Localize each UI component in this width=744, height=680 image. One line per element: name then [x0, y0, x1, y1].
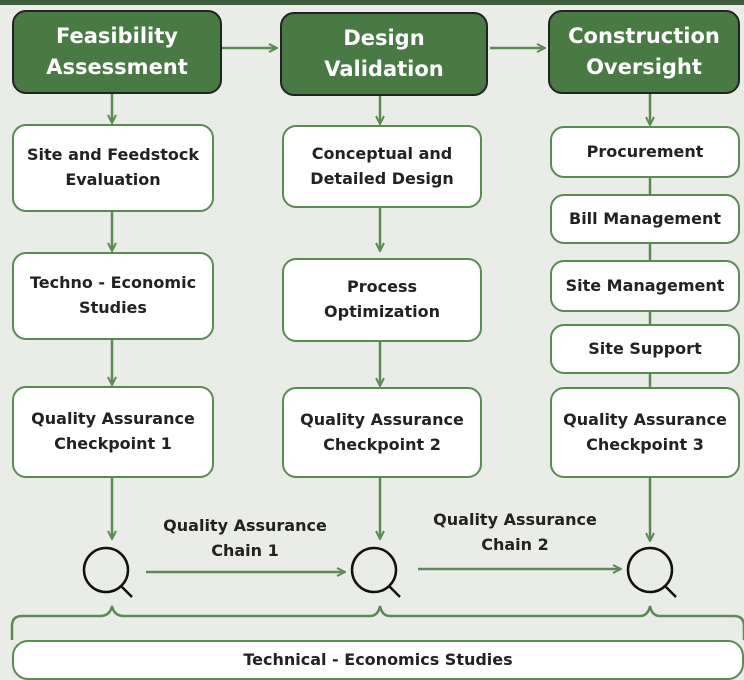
step-conceptual-detailed-design: Conceptual and Detailed Design [282, 125, 482, 208]
step-site-support: Site Support [550, 324, 740, 374]
header-construction-oversight: Construction Oversight [548, 10, 740, 94]
header-feasibility-assessment: Feasibility Assessment [12, 10, 222, 94]
step-qa-checkpoint-2: Quality Assurance Checkpoint 2 [282, 387, 482, 478]
header-design-validation: Design Validation [280, 12, 488, 96]
top-accent-bar [0, 0, 744, 5]
step-techno-economic-studies: Techno - Economic Studies [12, 252, 214, 340]
step-site-management: Site Management [550, 260, 740, 312]
step-procurement: Procurement [550, 126, 740, 178]
footer-bracket [10, 605, 744, 640]
magnifier-icon [82, 546, 133, 598]
label-qa-chain-2: Quality Assurance Chain 2 [433, 510, 597, 554]
magnifier-icon [350, 546, 401, 598]
step-qa-checkpoint-3: Quality Assurance Checkpoint 3 [550, 387, 740, 478]
step-bill-management: Bill Management [550, 194, 740, 244]
magnifier-icon [626, 546, 677, 598]
step-site-feedstock-evaluation: Site and Feedstock Evaluation [12, 124, 214, 212]
step-qa-checkpoint-1: Quality Assurance Checkpoint 1 [12, 386, 214, 478]
label-qa-chain-1: Quality Assurance Chain 1 [163, 516, 327, 560]
footer-technical-economics-studies: Technical - Economics Studies [12, 640, 744, 680]
step-process-optimization: Process Optimization [282, 258, 482, 342]
